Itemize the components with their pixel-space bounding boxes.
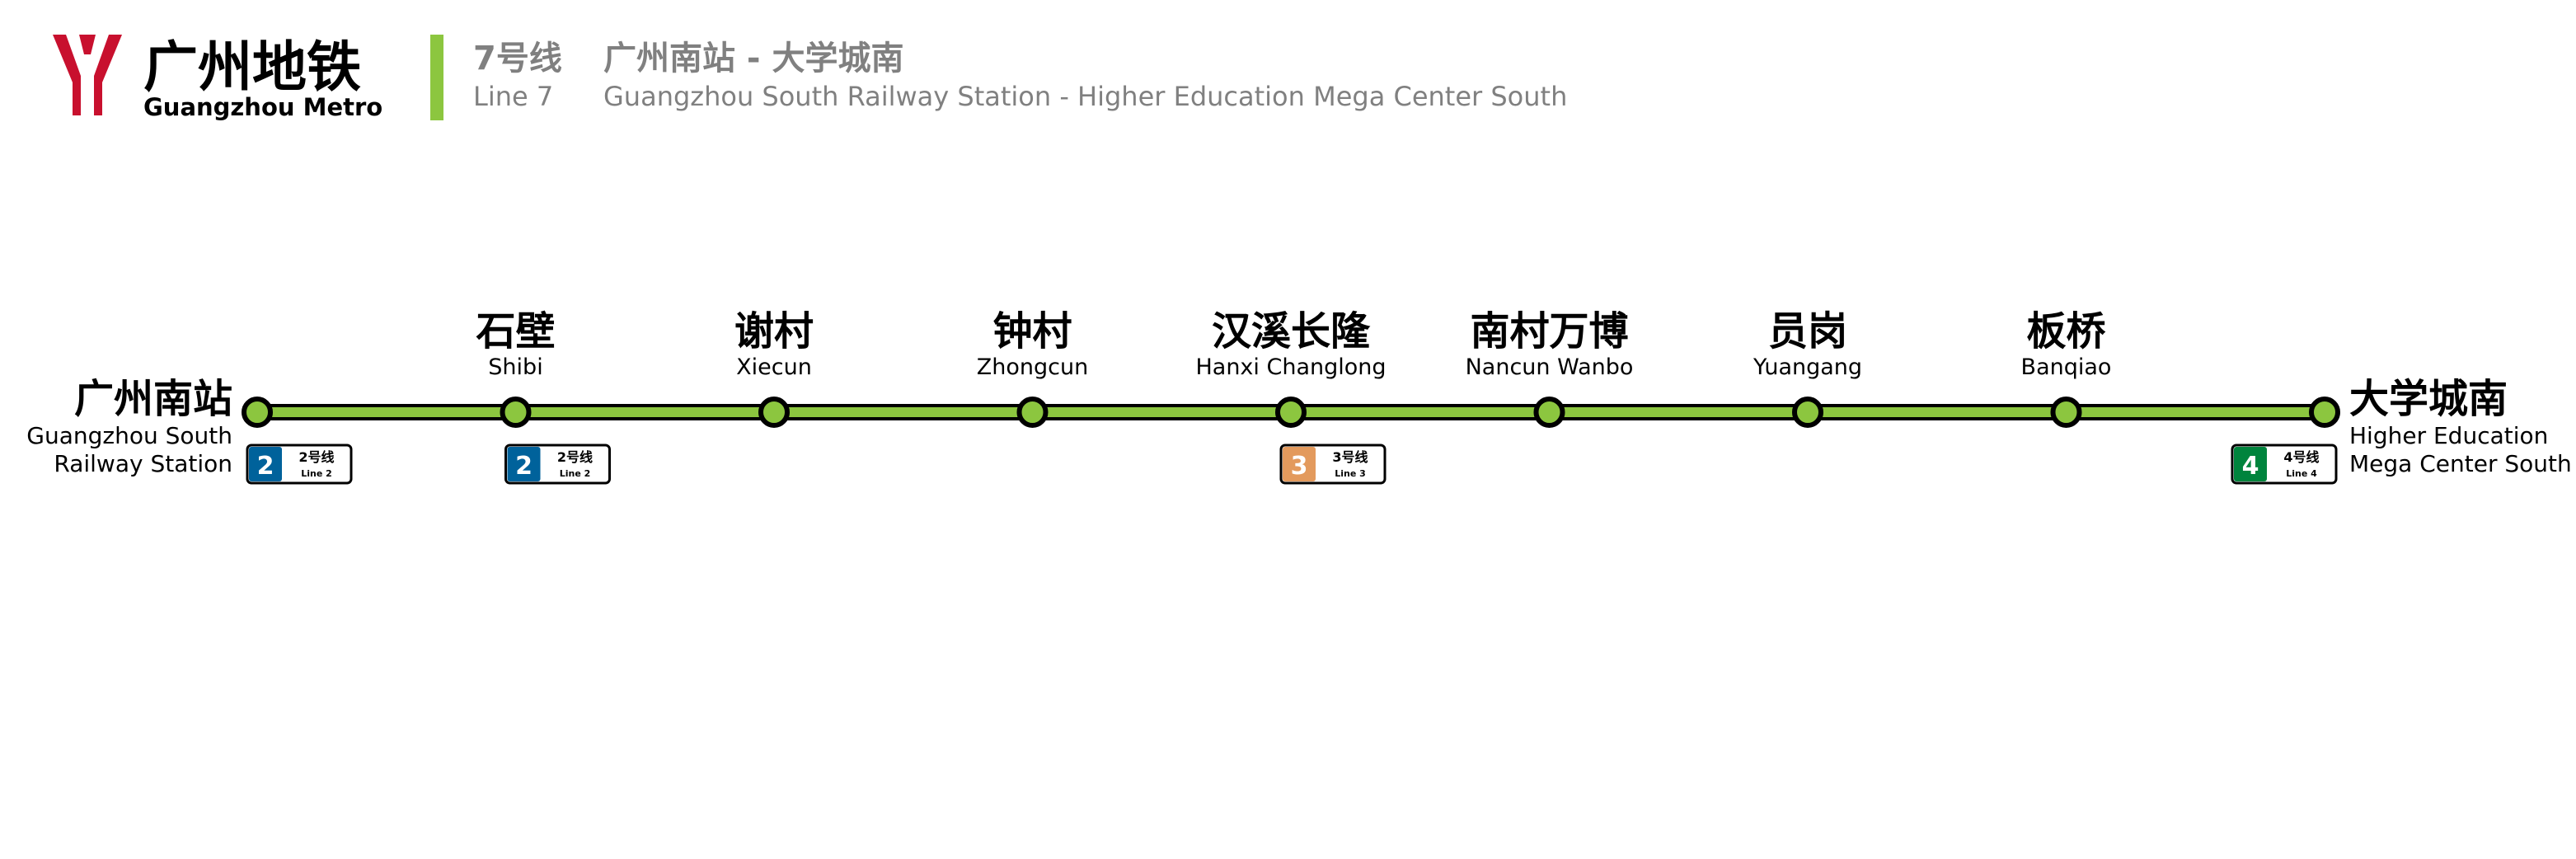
- brand-name-cn: 广州地铁: [143, 35, 361, 99]
- station-marker: [500, 397, 532, 428]
- transfer-line-color: [2234, 447, 2267, 481]
- line-number-en: Line 7: [473, 81, 553, 112]
- station-name-en: Shibi: [488, 354, 542, 380]
- line-color-bar: [430, 35, 443, 120]
- brand-name-en: Guangzhou Metro: [143, 93, 382, 121]
- transfer-line-color: [507, 447, 541, 481]
- station-name-cn: 钟村: [992, 308, 1072, 354]
- station-name-en-line2: Mega Center South: [2349, 450, 2572, 477]
- transfer-badge: 3 3号线 Line 3: [1279, 444, 1387, 485]
- station-marker: [2050, 397, 2082, 428]
- transfer-line-number: 2: [257, 452, 274, 481]
- station-marker: [1016, 397, 1049, 428]
- transfer-line-label-cn: 2号线: [298, 449, 334, 465]
- transfer-badge: 4 4号线 Line 4: [2231, 444, 2338, 485]
- transfer-line-color: [249, 447, 282, 481]
- station-marker: [2309, 397, 2340, 428]
- station-name-en: Xiecun: [736, 354, 812, 380]
- line-number-cn: 7号线: [473, 40, 562, 77]
- station-name-cn: 板桥: [2026, 308, 2105, 354]
- station-name-en: Nancun Wanbo: [1466, 354, 1634, 380]
- station-name-en-line2: Railway Station: [54, 450, 232, 477]
- station-name-cn: 广州南站: [74, 376, 232, 422]
- transfer-line-label-en: Line 4: [2286, 468, 2317, 479]
- transfer-line-label-en: Line 2: [301, 468, 332, 479]
- transfer-line-number: 3: [1291, 452, 1308, 481]
- station-name-cn: 谢村: [734, 308, 814, 354]
- station-marker: [758, 397, 790, 428]
- station-marker: [1792, 397, 1823, 428]
- station-name-cn: 大学城南: [2349, 376, 2508, 422]
- station-name-en: Zhongcun: [977, 354, 1088, 380]
- transfer-line-label-cn: 4号线: [2283, 449, 2319, 465]
- station-name-en: Higher Education: [2349, 422, 2548, 449]
- transfer-line-label-cn: 2号线: [557, 449, 593, 465]
- station-name-cn: 南村万博: [1470, 308, 1628, 354]
- transfer-line-color: [1283, 447, 1316, 481]
- station-marker: [1275, 397, 1307, 428]
- transfer-line-label-en: Line 3: [1335, 468, 1366, 479]
- station-name-cn: 石壁: [476, 308, 555, 354]
- transfer-line-label-cn: 3号线: [1332, 449, 1368, 465]
- transfer-line-label-en: Line 2: [560, 468, 591, 479]
- transfer-badge: 2 2号线 Line 2: [504, 444, 611, 485]
- station-marker: [242, 397, 273, 428]
- header: 广州地铁 Guangzhou Metro 7号线 Line 7 广州南站 - 大…: [53, 35, 1567, 121]
- station-marker: [1533, 397, 1565, 428]
- station-name-cn: 员岗: [1768, 308, 1847, 354]
- station-name-en: Yuangang: [1753, 354, 1862, 380]
- station-name-en: Guangzhou South: [26, 422, 232, 449]
- transfer-line-number: 4: [2242, 452, 2259, 481]
- route-title-en: Guangzhou South Railway Station - Higher…: [603, 81, 1567, 112]
- transfer-line-number: 2: [515, 452, 533, 481]
- station-name-en: Banqiao: [2021, 354, 2112, 380]
- route-title-cn: 广州南站 - 大学城南: [603, 40, 903, 77]
- station-name-cn: 汉溪长隆: [1212, 308, 1371, 354]
- guangzhou-metro-logo-icon: [53, 35, 122, 115]
- transfer-badge: 2 2号线 Line 2: [246, 444, 353, 485]
- station-name-en: Hanxi Changlong: [1195, 354, 1386, 380]
